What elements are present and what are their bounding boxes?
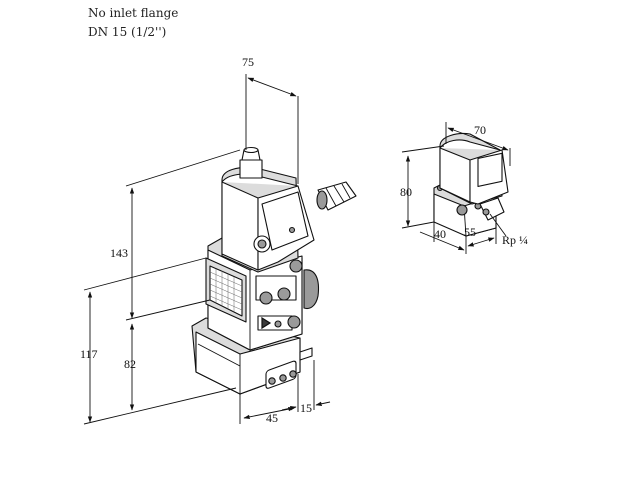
dim-aux-port-label: Rp ¼ <box>502 233 528 247</box>
aux-valve-unit <box>433 132 509 237</box>
note-no-inlet-flange: No inlet flange <box>88 6 179 20</box>
dim-aux-width-top: 70 <box>474 123 486 137</box>
main-dimension-lines: 75 143 117 82 45 15 <box>80 55 331 425</box>
main-valve-unit <box>191 146 357 395</box>
bottom-screw-1 <box>268 377 276 385</box>
dim-aux-depth-left: 40 <box>434 227 446 241</box>
dim-aux-width-bottom: 55 <box>464 225 476 239</box>
flow-arrow-icon <box>261 316 272 330</box>
dim-main-width-top: 75 <box>242 55 254 69</box>
side-cap <box>303 269 320 310</box>
cable-gland <box>316 181 357 211</box>
front-screw <box>274 320 282 328</box>
aux-port-left <box>456 204 468 216</box>
dim-aux-height: 80 <box>400 185 412 199</box>
top-knob <box>239 159 263 179</box>
middle-housing <box>205 237 320 351</box>
upper-port <box>289 259 303 273</box>
dim-main-height-upper: 143 <box>110 246 128 260</box>
bottom-screw-2 <box>279 374 287 382</box>
bottom-screw-3 <box>289 370 297 378</box>
solenoid-coil <box>221 146 315 273</box>
side-port <box>287 315 301 329</box>
dim-main-height-total: 117 <box>80 347 98 361</box>
dim-main-height-lower: 82 <box>124 357 136 371</box>
port-left <box>259 291 273 305</box>
port-right <box>277 287 291 301</box>
bottom-pin <box>299 347 313 361</box>
dim-main-offset-bottom: 15 <box>300 401 312 415</box>
coil-screw-right <box>288 226 296 234</box>
note-dn15: DN 15 (1/2'') <box>88 25 167 39</box>
dim-main-depth-bottom: 45 <box>266 411 278 425</box>
aux-dimension-lines: 70 80 40 55 Rp ¼ <box>400 122 528 254</box>
